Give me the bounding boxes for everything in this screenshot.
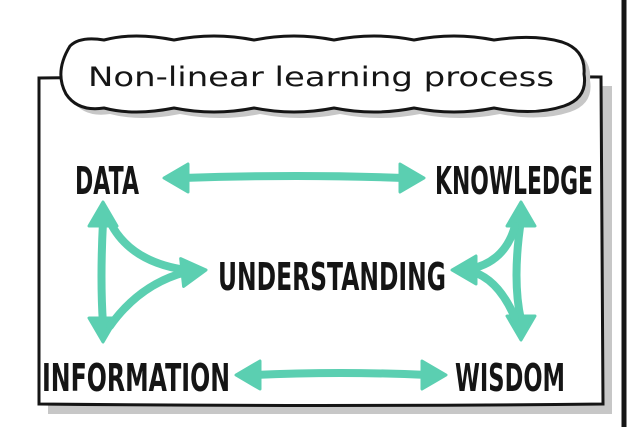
node-knowledge: KNOWLEDGE [435,159,593,203]
arrow-information-understanding [106,268,190,330]
arrow-data-knowledge [178,172,408,182]
arrow-data-understanding [106,218,190,274]
arrowhead-to-knowledge [398,162,426,194]
node-wisdom: WISDOM [455,356,565,400]
arrowhead-right-up-to-knowledge [505,200,537,228]
arrowhead-to-wisdom [420,359,448,391]
connector-layer [87,162,537,391]
node-information: INFORMATION [42,356,230,400]
arrow-knowledge-wisdom [512,216,525,324]
arrowhead-right-down-to-wisdom [505,314,537,342]
title-cloud [59,34,587,114]
node-data: DATA [75,159,139,203]
arrowhead-to-understanding [179,257,208,288]
arrowhead-to-information [234,359,262,391]
diagram-title: Non-linear learning process [88,62,554,93]
node-understanding: UNDERSTANDING [218,255,446,299]
arrow-data-information [97,218,107,328]
arrowhead-right-to-understanding [450,254,478,286]
arrowhead-to-data [162,162,190,194]
arrow-information-wisdom [250,369,432,379]
